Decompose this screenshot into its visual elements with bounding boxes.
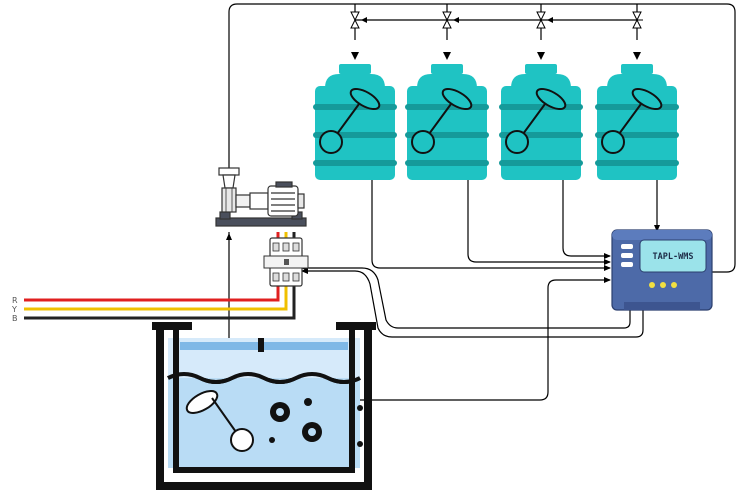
controller-led-2 (660, 282, 666, 288)
control-cable-2 (302, 267, 631, 329)
starter-unit (263, 237, 309, 287)
arrow-header-left-3 (547, 17, 553, 23)
sensor-cable-tank-2 (467, 110, 610, 263)
sump-float-switch-icon (185, 390, 254, 452)
underground-sump (152, 322, 376, 490)
arrow-delivery-up (226, 233, 232, 240)
arrow-controller-in-2 (604, 259, 611, 265)
controller-unit: TAPL-WMS (611, 229, 713, 311)
arrow-controller-in-4 (654, 225, 660, 232)
sump-walls (156, 322, 372, 490)
flow-arrows (226, 17, 660, 283)
arrow-into-tank-3 (537, 52, 545, 60)
arrow-into-tank-1 (351, 52, 359, 60)
control-cable-1 (302, 270, 644, 338)
overhead-tanks (313, 64, 679, 180)
arrow-into-tank-2 (443, 52, 451, 60)
overhead-tank-4 (595, 64, 679, 180)
valve-icon-1 (350, 11, 361, 29)
tank-float-switch-icon (411, 87, 473, 154)
arrow-into-tank-4 (633, 52, 641, 60)
tank-rib (595, 160, 679, 166)
tank-float-switch-icon (505, 87, 567, 154)
sensor-cable-tank-3 (562, 110, 610, 257)
sensor-cable-sump (215, 279, 610, 401)
arrow-controller-in-3 (604, 253, 611, 259)
overhead-tank-1 (313, 64, 397, 180)
delivery-pipe (228, 3, 736, 273)
controller-screen (639, 239, 707, 273)
phase-label-r: R (12, 296, 18, 305)
controller-button-2 (621, 253, 633, 258)
tank-float-switch-icon (601, 87, 663, 154)
phase-line-r (24, 232, 280, 302)
pump-motor-icon (215, 167, 307, 227)
phase-label-b: B (12, 314, 18, 323)
tank-rib (499, 160, 583, 166)
phase-label-y: Y (11, 305, 17, 314)
arrow-header-left-2 (453, 17, 459, 23)
tank-rib (405, 160, 489, 166)
controller-display-text: TAPL-WMS (653, 252, 694, 262)
valves (350, 11, 643, 29)
overhead-tank-2 (405, 64, 489, 180)
overhead-tank-3 (499, 64, 583, 180)
arrow-controller-in-1 (604, 265, 611, 271)
arrow-controller-in-sump (604, 277, 611, 283)
sensor-cable-tank-1 (371, 110, 610, 269)
power-supply-lines (24, 232, 296, 320)
tank-rib (313, 160, 397, 166)
controller-button-3 (621, 262, 633, 267)
valve-icon-3 (536, 11, 547, 29)
valve-icon-4 (632, 11, 643, 29)
phase-line-y (24, 232, 288, 311)
arrow-header-left-1 (361, 17, 367, 23)
controller-button-1 (621, 244, 633, 249)
phase-line-b (24, 232, 296, 320)
valve-icon-2 (442, 11, 453, 29)
controller-led-1 (649, 282, 655, 288)
controller-led-3 (671, 282, 677, 288)
tank-float-switch-icon (319, 87, 381, 154)
